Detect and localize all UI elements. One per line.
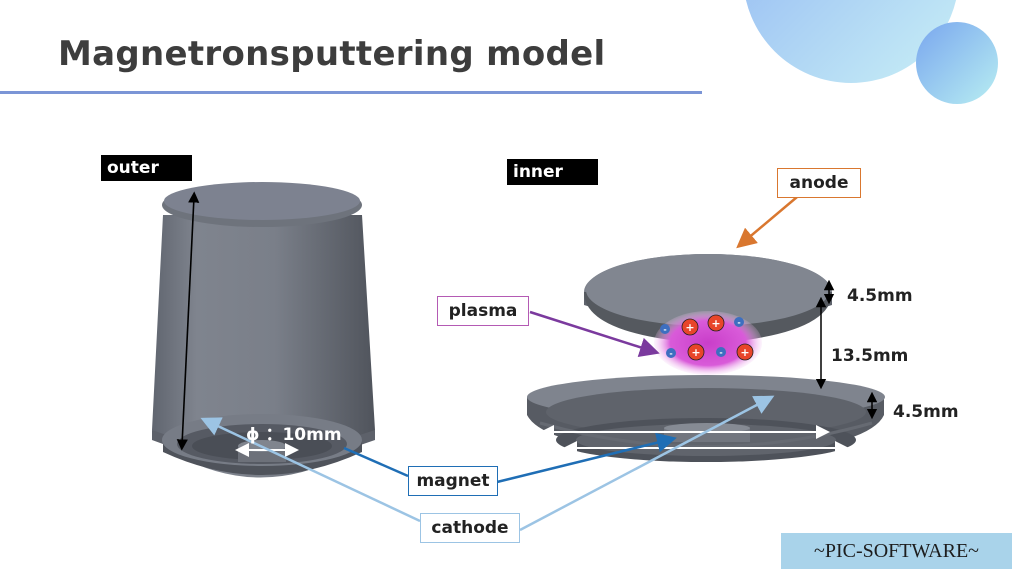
decor-circle-small [916, 22, 998, 104]
anode-label: anode [777, 168, 861, 198]
svg-text:+: + [685, 321, 694, 334]
decor-circle-large [745, 0, 957, 83]
dim-cathode-thickness-label: 4.5mm [893, 402, 959, 422]
svg-text:+: + [740, 346, 749, 359]
page-title: Magnetronsputtering model [58, 34, 606, 74]
anode-callout-line [736, 196, 798, 249]
dim-gap-label: 13.5mm [831, 346, 909, 366]
outer-label: outer [101, 155, 192, 181]
svg-text:+: + [711, 317, 720, 330]
svg-text:-: - [737, 318, 740, 327]
title-underline [0, 91, 702, 94]
inner-label: inner [507, 159, 598, 185]
svg-text:-: - [719, 348, 722, 357]
svg-text:+: + [691, 346, 700, 359]
svg-text:-: - [663, 325, 666, 334]
cathode-callout-line-right [519, 395, 775, 532]
cathode-callout-line-left [200, 417, 421, 523]
plasma-label: plasma [437, 296, 529, 326]
magnet-callout-line-right [496, 432, 677, 484]
plasma-particles: + + + + - - - - [660, 314, 754, 361]
cathode-label: cathode [420, 513, 520, 543]
magnet-label: magnet [408, 466, 498, 496]
diameter-label: ϕ ：10mm [246, 425, 342, 445]
outer-height-arrow [176, 191, 200, 451]
plasma-callout-line [529, 310, 660, 357]
watermark-banner: ~PIC-SOFTWARE~ [781, 533, 1012, 569]
dim-anode-thickness-label: 4.5mm [847, 286, 913, 306]
magnet-callout-line-left [343, 446, 409, 478]
svg-text:-: - [669, 349, 672, 358]
plasma-cloud [654, 311, 762, 375]
